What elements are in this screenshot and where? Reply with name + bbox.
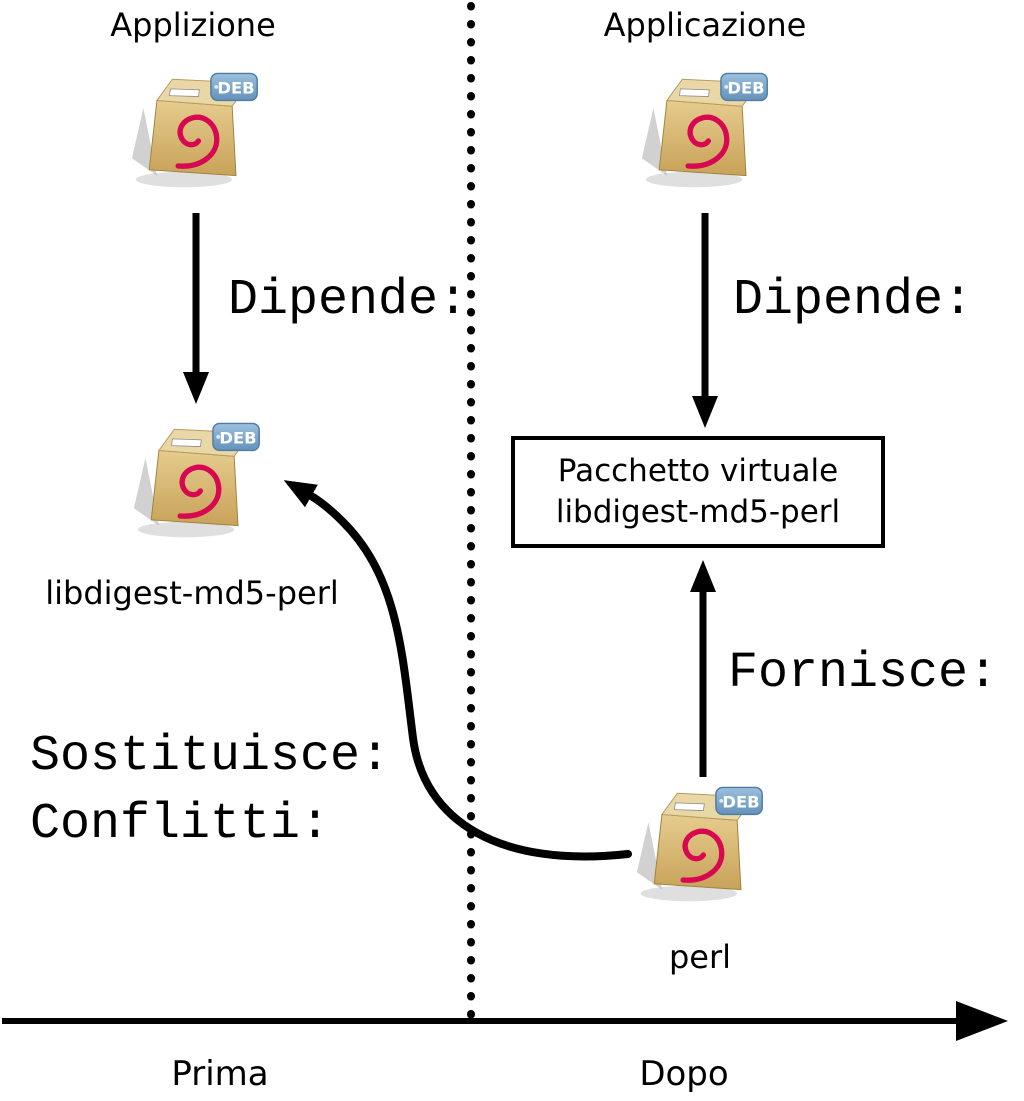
label-depends-right: Dipende: bbox=[733, 272, 974, 329]
deb-package-icon-app-left bbox=[128, 58, 263, 193]
timeline-label-before: Prima bbox=[171, 1054, 269, 1094]
column-header-before: Applizione bbox=[110, 6, 276, 44]
label-replaces: Sostituisce: bbox=[30, 728, 391, 785]
arrow-replaces-conflicts bbox=[283, 480, 632, 861]
virtual-package-title: Pacchetto virtuale bbox=[557, 453, 839, 489]
label-depends-left: Dipende: bbox=[228, 272, 469, 329]
label-conflicts: Conflitti: bbox=[30, 796, 331, 853]
column-header-after: Applicazione bbox=[603, 6, 807, 44]
virtual-package-node: Pacchetto virtuale libdigest-md5-perl bbox=[511, 436, 885, 548]
deb-package-icon-app-right bbox=[638, 58, 773, 193]
deb-package-icon-perl bbox=[633, 772, 768, 907]
virtual-package-name: libdigest-md5-perl bbox=[555, 494, 841, 530]
timeline-label-after: Dopo bbox=[639, 1054, 729, 1094]
label-provides: Fornisce: bbox=[728, 645, 999, 702]
package-name-libdigest: libdigest-md5-perl bbox=[45, 574, 339, 612]
package-name-perl: perl bbox=[668, 938, 732, 976]
deb-package-icon-libdigest bbox=[130, 408, 265, 543]
